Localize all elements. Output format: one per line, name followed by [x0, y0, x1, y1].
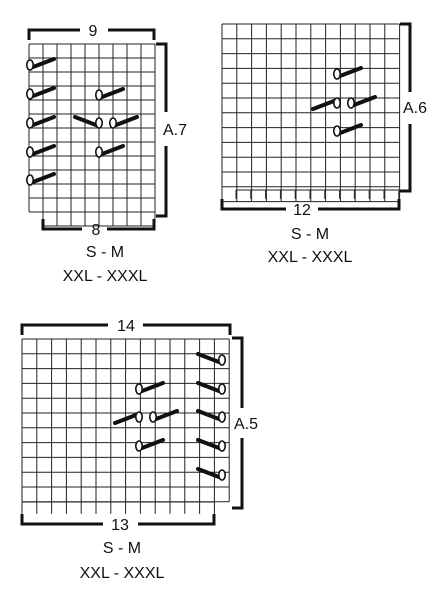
chart-a7-symbols	[25, 57, 139, 186]
stitch-symbol	[25, 144, 56, 158]
stitch-loop	[332, 125, 341, 137]
stitch-symbol	[25, 115, 56, 129]
strand-bar	[31, 57, 56, 69]
chart-a5-bottom-bracket	[20, 514, 216, 526]
stitch-symbol	[346, 95, 377, 109]
strand-bar	[338, 66, 363, 78]
stitch-symbol	[196, 381, 227, 395]
chart-a7-label: A.7	[163, 122, 187, 139]
stitch-symbol	[25, 172, 56, 186]
stitch-loop	[95, 117, 104, 129]
stitch-symbol	[196, 352, 227, 366]
stitch-loop	[135, 440, 144, 452]
stitch-loop	[95, 146, 104, 158]
stitch-loop	[218, 354, 227, 366]
strand-bar	[113, 413, 138, 425]
stitch-loop	[25, 146, 34, 158]
stitch-symbol	[113, 411, 144, 425]
stitch-symbol	[95, 87, 125, 101]
chart-a7-size-2: XXL - XXXL	[63, 268, 148, 285]
stitch-loop	[332, 97, 341, 109]
stitch-loop	[218, 411, 227, 423]
strand-bar	[31, 144, 56, 156]
stitch-symbol	[196, 409, 227, 423]
stitch-loop	[218, 383, 227, 395]
stitch-loop	[109, 117, 118, 129]
stitch-symbol	[332, 123, 363, 137]
strand-bar	[31, 172, 56, 184]
chart-a5-grid	[21, 338, 230, 514]
strand-bar	[154, 409, 179, 421]
chart-a7-size-1: S - M	[86, 244, 124, 261]
chart-a7-top-bracket	[27, 28, 156, 40]
stitch-symbol	[135, 381, 165, 395]
chart-a5-symbols	[113, 352, 227, 481]
stitch-loop	[25, 117, 34, 129]
strand-bar	[114, 115, 139, 127]
chart-a7-right-bracket	[156, 42, 168, 218]
strand-bar	[196, 381, 221, 393]
chart-a5-top-bracket	[20, 323, 232, 335]
strand-bar	[338, 123, 363, 135]
strand-bar	[140, 438, 165, 450]
strand-bar	[352, 95, 377, 107]
chart-a6-symbols	[311, 66, 377, 137]
chart-a5-bottom-count: 13	[111, 517, 129, 534]
chart-a6-label: A.6	[403, 100, 427, 117]
strand-bar	[31, 86, 56, 98]
chart-a6-bottom-count: 12	[293, 202, 311, 219]
chart-a5-right-bracket	[232, 336, 244, 510]
strand-bar	[100, 87, 125, 99]
chart-a5: 14 A.5 13 S - M XXL - XXXL	[20, 318, 258, 582]
chart-a7-bottom-count: 8	[92, 222, 101, 239]
chart-a6: A.6 12 S - M XXL - XXXL	[220, 22, 427, 266]
strand-bar	[31, 115, 56, 127]
stitch-symbol	[109, 115, 139, 129]
stitch-symbol	[95, 144, 125, 158]
stitch-symbol	[196, 438, 227, 452]
stitch-symbol	[149, 409, 179, 423]
stitch-symbol	[196, 467, 227, 481]
stitch-symbol	[73, 115, 104, 129]
stitch-symbol	[25, 57, 56, 71]
chart-a5-size-1: S - M	[103, 540, 141, 557]
stitch-symbol	[332, 66, 363, 80]
stitch-loop	[149, 411, 158, 423]
chart-a5-label: A.5	[234, 416, 258, 433]
chart-a5-top-count: 14	[117, 318, 135, 335]
strand-bar	[311, 99, 336, 111]
chart-a7: 9 A.7 8 S - M XXL - XXXL	[25, 23, 187, 285]
stitch-loop	[25, 174, 34, 186]
strand-bar	[100, 144, 125, 156]
stitch-loop	[25, 88, 34, 100]
chart-a6-size-1: S - M	[291, 226, 329, 243]
stitch-loop	[25, 59, 34, 71]
strand-bar	[140, 381, 165, 393]
stitch-loop	[332, 68, 341, 80]
chart-a6-grid	[221, 23, 401, 203]
stitch-symbol	[311, 97, 341, 111]
stitch-loop	[135, 383, 144, 395]
stitch-symbol	[135, 438, 165, 452]
chart-a7-top-count: 9	[89, 23, 98, 40]
chart-a6-right-bracket	[400, 22, 412, 193]
chart-a6-size-2: XXL - XXXL	[268, 249, 353, 266]
strand-bar	[196, 467, 221, 479]
stitch-loop	[135, 411, 144, 423]
chart-a6-bottom-bracket	[220, 199, 401, 211]
stitch-loop	[218, 440, 227, 452]
strand-bar	[73, 115, 98, 127]
stitch-loop	[346, 97, 355, 109]
strand-bar	[196, 409, 221, 421]
stitch-symbol	[25, 86, 56, 100]
strand-bar	[196, 352, 221, 364]
chart-a7-bottom-bracket	[41, 219, 156, 231]
stitch-loop	[95, 89, 104, 101]
stitch-loop	[218, 469, 227, 481]
chart-a5-size-2: XXL - XXXL	[80, 565, 165, 582]
chart-a7-grid	[28, 43, 156, 227]
strand-bar	[196, 438, 221, 450]
